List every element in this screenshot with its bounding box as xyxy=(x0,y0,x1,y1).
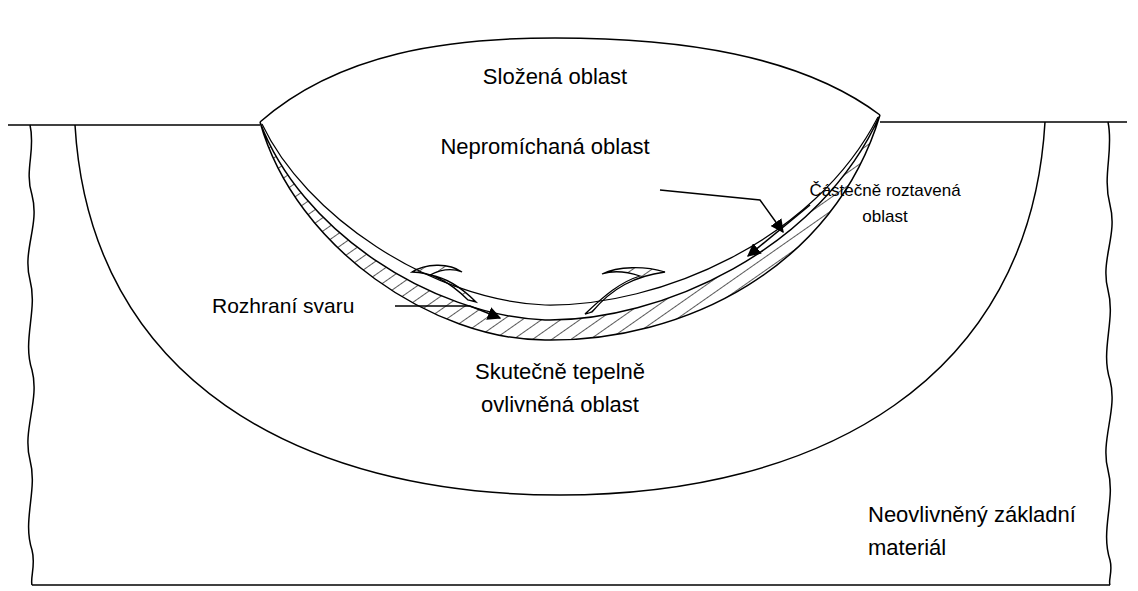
leader-line xyxy=(748,205,810,256)
break-edge xyxy=(28,125,34,585)
haz-boundary xyxy=(75,122,1045,495)
leader-line xyxy=(395,306,500,318)
leader-line xyxy=(660,190,783,232)
unmixed-zone-line xyxy=(262,117,878,305)
zone-label: Složená oblast xyxy=(455,60,655,93)
zone-label: Rozhraní svaru xyxy=(212,290,402,322)
zone-label: Neovlivněný základní materiál xyxy=(868,498,1078,564)
unmixed-hook xyxy=(412,265,476,302)
zone-label: Částečně roztavená oblast xyxy=(805,178,965,229)
plate-surface xyxy=(8,124,260,126)
weld-crown xyxy=(260,38,880,122)
unmixed-hook xyxy=(585,268,665,314)
plate-surface xyxy=(880,121,1127,123)
plate-bottom xyxy=(32,584,1110,586)
zone-label: Skutečně tepelně ovlivněná oblast xyxy=(440,355,680,421)
zone-label: Nepromíchaná oblast xyxy=(440,130,650,163)
break-edge xyxy=(1106,122,1112,585)
